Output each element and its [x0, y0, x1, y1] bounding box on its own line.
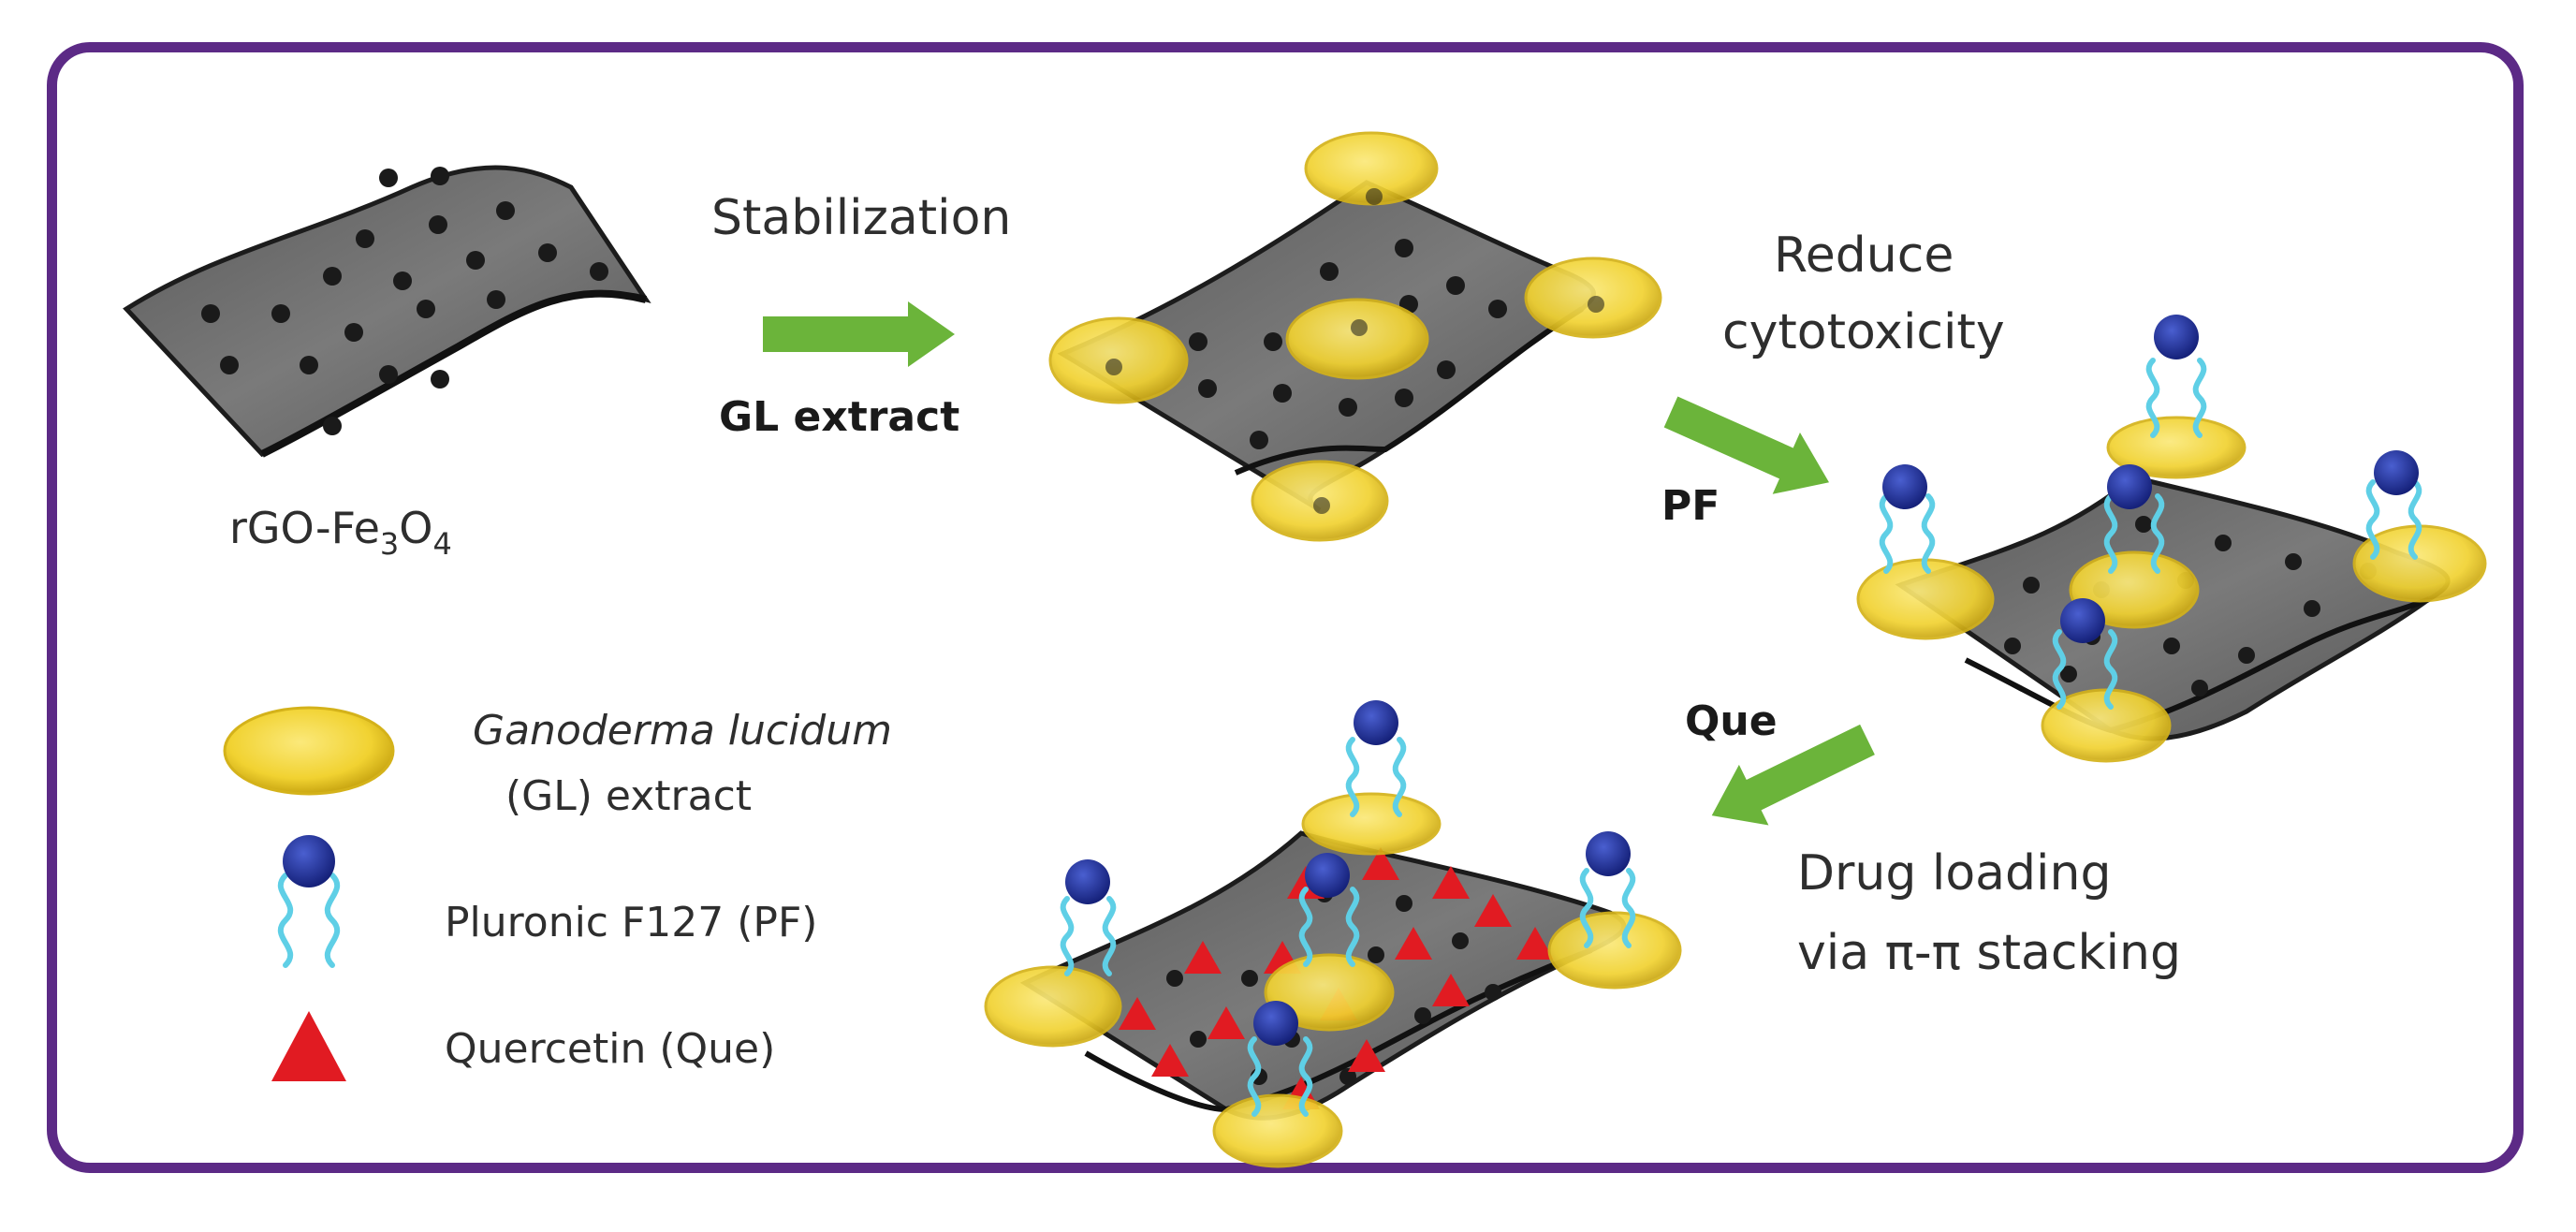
step3-top-label: Que: [1685, 697, 1778, 745]
pf-heads: [1882, 315, 2419, 643]
step2-top-line1: Reduce: [1774, 227, 1954, 284]
pluronic-chains: [1060, 737, 1636, 1117]
pf-heads: [1065, 700, 1631, 1046]
gl-extract-ellipses: [984, 792, 1682, 1168]
step3-bottom-line1: Drug loading: [1797, 845, 2111, 902]
step3-bottom-line2: via π-π stacking: [1797, 925, 2181, 981]
rgo-fe3o4-sheet: [123, 165, 651, 458]
gl-stabilized-sheet: [1048, 131, 1662, 542]
pluronic-chains: [1879, 358, 2422, 710]
legend-gl-line1: Ganoderma lucidum: [473, 707, 892, 755]
legend-item-pf: Pluronic F127 (PF): [277, 835, 817, 968]
fe3o4-particles: [1189, 239, 1507, 449]
fe3o4-particles: [201, 167, 608, 435]
arrow-down-right: [1663, 396, 1830, 494]
gl-extract-ellipses: [1856, 416, 2487, 763]
arrow-down-left: [1711, 724, 1875, 826]
step2-bottom-label: PF: [1661, 482, 1720, 530]
step2-top-line2: cytotoxicity: [1722, 304, 2005, 360]
pluronic-icon: [277, 835, 341, 968]
arrow-right: [763, 301, 955, 367]
ellipse-icon: [223, 706, 395, 796]
legend-pf-label: Pluronic F127 (PF): [445, 899, 817, 946]
gl-extract-ellipses: [1048, 131, 1662, 542]
legend-item-que: Quercetin (Que): [271, 1011, 775, 1081]
drug-loaded-sheet: [984, 700, 1682, 1168]
legend-gl-line2: (GL) extract: [505, 772, 752, 820]
step1-top-label: Stabilization: [711, 190, 1011, 246]
legend: Ganoderma lucidum (GL) extract Pluronic …: [223, 706, 892, 1081]
step1-bottom-label: GL extract: [719, 393, 959, 441]
legend-que-label: Quercetin (Que): [445, 1025, 775, 1073]
start-material-label: rGO-Fe3O4: [229, 503, 452, 562]
triangle-icon: [271, 1011, 346, 1081]
pf-coated-sheet: [1856, 315, 2487, 763]
legend-item-gl: Ganoderma lucidum (GL) extract: [223, 706, 892, 820]
